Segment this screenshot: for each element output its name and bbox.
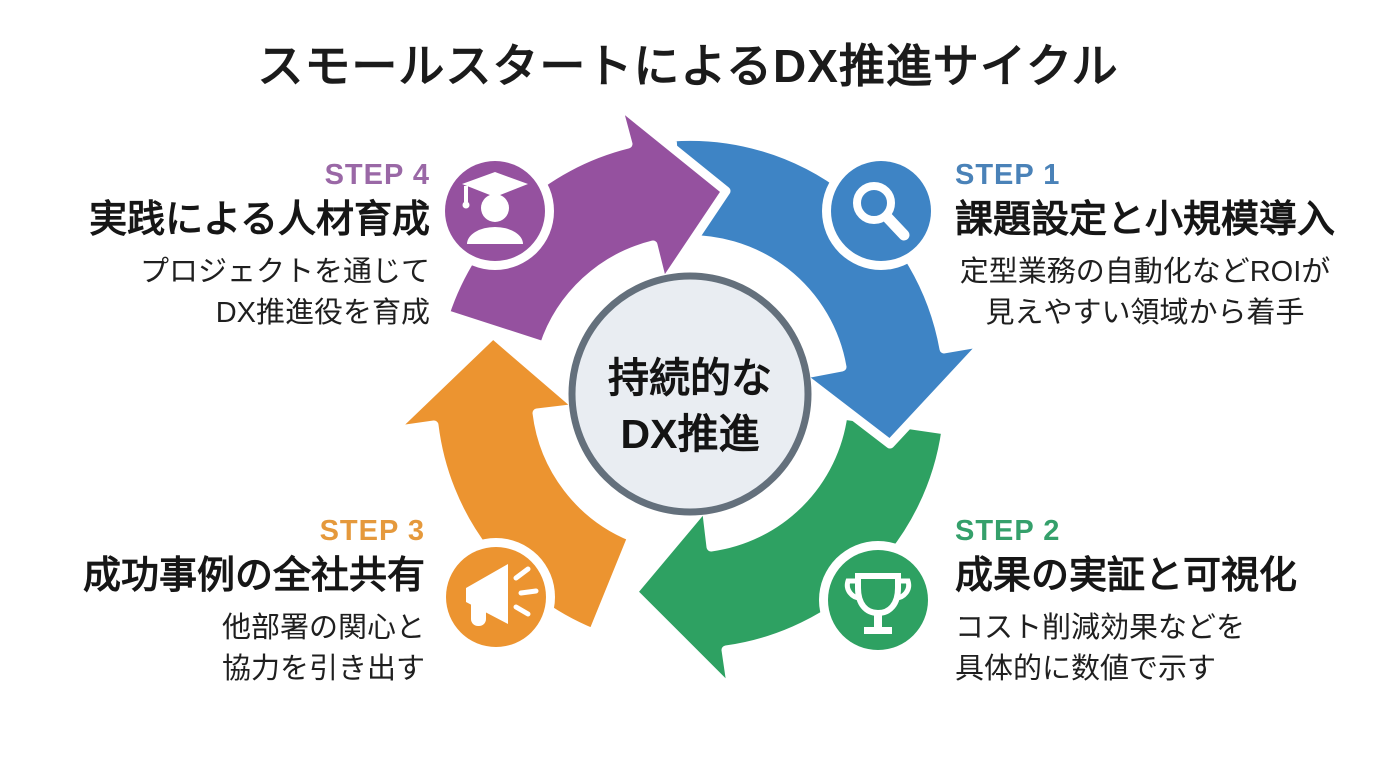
center-label-line2: DX推進	[620, 411, 760, 458]
step3-description: 他部署の関心と 協力を引き出す	[83, 608, 425, 689]
step2-desc-line2: 具体的に数値で示す	[955, 652, 1217, 685]
step2-description: コスト削減効果などを 具体的に数値で示す	[955, 608, 1297, 689]
page-title: スモールスタートによるDX推進サイクル	[257, 40, 1119, 92]
step4-label: STEP 4	[324, 159, 430, 191]
center-circle	[568, 272, 812, 516]
step1-description: 定型業務の自動化などROIが 見えやすい領域から着手	[955, 252, 1335, 333]
step3-icon-badge	[437, 538, 555, 656]
step2-title: 成果の実証と可視化	[955, 554, 1298, 597]
step4-title: 実践による人材育成	[89, 198, 430, 241]
step4-description: プロジェクトを通じて DX推進役を育成	[89, 252, 430, 333]
step1-badge-circle	[831, 161, 931, 261]
step4-desc-line1: プロジェクトを通じて	[139, 256, 430, 289]
step2-section: STEP 2 成果の実証と可視化 コスト削減効果などを 具体的に数値で示す	[955, 514, 1297, 690]
graduate-icon	[462, 172, 528, 244]
step3-desc-line2: 協力を引き出す	[221, 652, 425, 685]
step1-label: STEP 1	[955, 159, 1061, 191]
trophy-icon	[844, 573, 912, 634]
step3-label: STEP 3	[319, 515, 425, 547]
step2-desc-line1: コスト削減効果などを	[955, 612, 1246, 645]
step3-desc-line1: 他部署の関心と	[221, 612, 425, 645]
step2-label: STEP 2	[955, 515, 1061, 547]
step4-section: STEP 4 実践による人材育成 プロジェクトを通じて DX推進役を育成	[89, 158, 430, 334]
step4-desc-line2: DX推進役を育成	[215, 296, 430, 329]
step1-arrow	[667, 131, 990, 449]
step1-section: STEP 1 課題設定と小規模導入 定型業務の自動化などROIが 見えやすい領域…	[955, 158, 1335, 334]
center-label: 持続的な DX推進	[540, 350, 840, 462]
step1-desc-line1: 定型業務の自動化などROIが	[959, 256, 1331, 289]
step1-icon-badge	[822, 152, 940, 270]
center-label-line1: 持続的な	[608, 355, 772, 401]
step1-title: 課題設定と小規模導入	[955, 198, 1336, 241]
step1-desc-line2: 見えやすい領域から着手	[985, 296, 1305, 329]
magnifier-icon	[853, 182, 910, 241]
step3-title: 成功事例の全社共有	[82, 554, 425, 597]
step2-badge-circle	[828, 550, 928, 650]
step4-icon-badge	[436, 152, 554, 270]
step2-icon-badge	[819, 541, 937, 659]
step3-section: STEP 3 成功事例の全社共有 他部署の関心と 協力を引き出す	[83, 514, 425, 690]
megaphone-icon	[466, 564, 539, 626]
step2-arrow	[628, 410, 951, 696]
